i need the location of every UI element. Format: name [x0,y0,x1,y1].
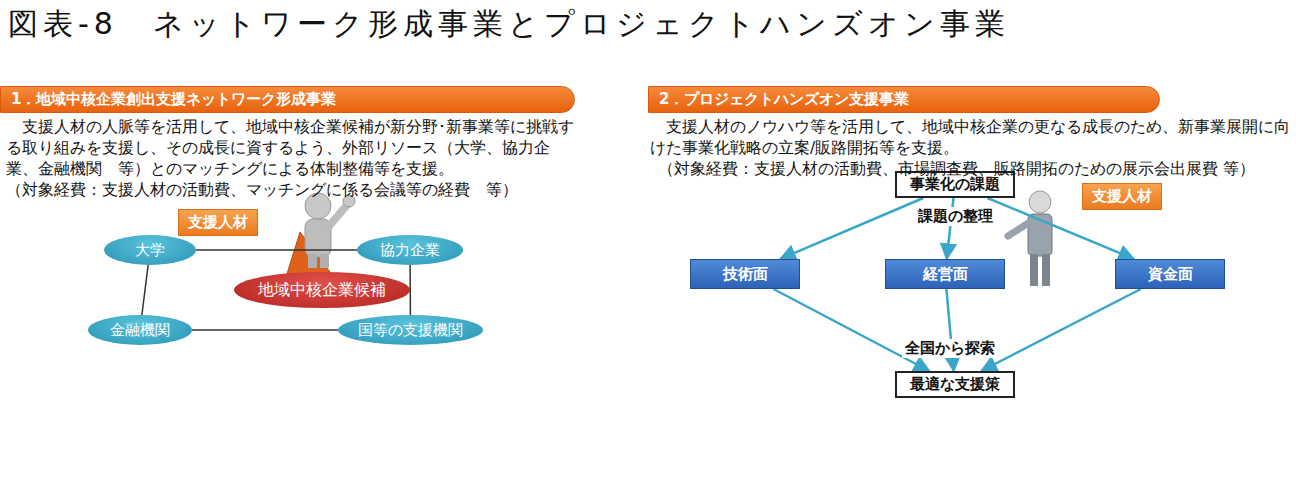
role-tag: 支援人材 [1082,183,1162,210]
connector [774,289,930,371]
section-banner: 2．プロジェクトハンズオン支援事業 [648,86,1160,113]
connector [192,329,338,331]
connector [142,265,148,315]
partner-ellipse: 国等の支援機関 [338,315,483,345]
node-text: 地域中核企業候補 [258,280,386,301]
body-text: 支援人材のノウハウ等を活用して、地域中核企業の更なる成長のため、新事業展開に向け… [650,117,1290,159]
aspect-box: 経営面 [885,259,1005,289]
partner-ellipse: 大学 [104,235,196,265]
connector [780,198,923,259]
node-text: 技術面 [723,265,768,284]
node-text: 国等の支援機関 [358,321,463,340]
node-text: 2．プロジェクトハンズオン支援事業 [659,90,909,109]
aspect-box: 資金面 [1115,259,1225,289]
role-tag: 支援人材 [178,209,258,236]
section-banner: 1．地域中核企業創出支援ネットワーク形成事業 [0,86,575,113]
connector [196,249,357,251]
text-column: 支援人材の人脈等を活用して、地域中核企業候補が新分野･新事業等に挑戦する取り組み… [6,117,578,201]
partner-ellipse: 協力企業 [357,235,463,265]
node-text: 資金面 [1148,265,1193,284]
node-text: 大学 [135,241,165,260]
connector [981,289,1141,371]
line-label: 全国から探索 [902,339,998,358]
aspect-box: 技術面 [690,259,800,289]
figure-title: 図表-8 ネットワーク形成事業とプロジェクトハンズオン事業 [8,4,1010,45]
node-text: 1．地域中核企業創出支援ネットワーク形成事業 [11,90,336,109]
node-text: 支援人材 [1092,187,1152,206]
body-text: （対象経費：支援人材の活動費、マッチングに係る会議等の経費 等） [6,180,578,201]
support-person-suit [1008,191,1052,286]
core-ellipse: 地域中核企業候補 [234,272,410,308]
node-text: 支援人材 [188,213,248,232]
connector [946,289,953,371]
node-text: 最適な支援策 [910,375,1000,394]
line-label: 課題の整理 [915,207,996,226]
text-column: 支援人材のノウハウ等を活用して、地域中核企業の更なる成長のため、新事業展開に向け… [650,117,1290,180]
node-text: 金融機関 [110,321,170,340]
node-text: 協力企業 [380,241,440,260]
body-text: （対象経費：支援人材の活動費、市場調査費、販路開拓のための展示会出展費 等） [650,159,1290,180]
solution-box: 最適な支援策 [895,371,1015,398]
node-text: 経営面 [923,265,968,284]
partner-ellipse: 金融機関 [88,315,192,345]
body-text: 支援人材の人脈等を活用して、地域中核企業候補が新分野･新事業等に挑戦する取り組み… [6,117,578,180]
